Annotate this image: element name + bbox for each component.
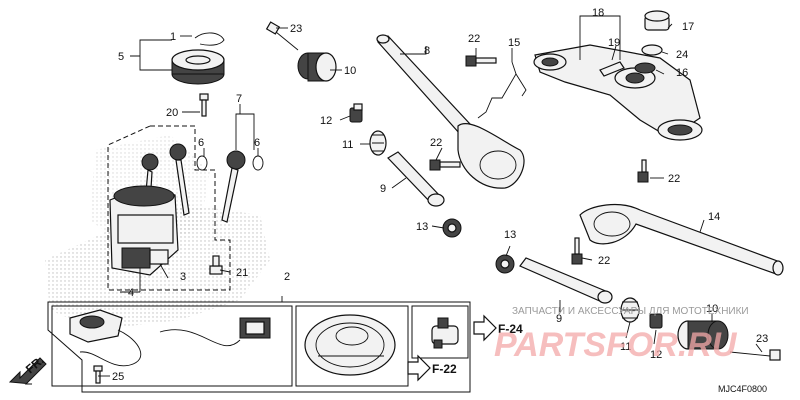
wire-clip-15 xyxy=(515,73,527,97)
callout-7: 7 xyxy=(236,93,242,105)
stem-nut-17 xyxy=(644,10,670,31)
washer-16 xyxy=(634,62,656,74)
collar-12-lower xyxy=(649,313,663,329)
bar-end-weight-10-upper xyxy=(297,52,337,82)
right-handlebar-14 xyxy=(579,204,784,276)
bolt-23-lower xyxy=(729,349,781,361)
rubber-13-lower xyxy=(495,254,515,274)
callout-3: 3 xyxy=(180,271,186,283)
callout-23: 23 xyxy=(756,333,768,345)
bolt-22-c xyxy=(637,159,649,183)
callout-20: 20 xyxy=(166,107,178,119)
callout-11: 11 xyxy=(620,341,631,353)
callout-11: 11 xyxy=(342,139,353,151)
callout-22: 22 xyxy=(430,137,442,149)
callout-22: 22 xyxy=(468,33,480,45)
callout-24: 24 xyxy=(676,49,688,61)
callout-12: 12 xyxy=(650,349,662,361)
inner-rod-9-lower xyxy=(519,257,613,304)
inner-weight-11-upper xyxy=(369,130,387,156)
ignition-switch-body xyxy=(109,185,179,276)
watermark-tagline: ЗАПЧАСТИ И АКСЕССУАРЫ ДЛЯ МОТОТЕХНИКИ xyxy=(512,306,749,317)
key-7c xyxy=(221,150,246,223)
washer-24 xyxy=(641,44,663,56)
callout-21: 21 xyxy=(236,267,248,279)
bar-end-weight-10-lower xyxy=(677,320,729,350)
callout-4: 4 xyxy=(128,287,134,299)
diagram-code: MJC4F0800 xyxy=(718,384,767,394)
callout-13: 13 xyxy=(504,229,516,241)
fuel-cap-assembly xyxy=(304,314,396,376)
callout-23: 23 xyxy=(290,23,302,35)
harness-sub-box xyxy=(51,305,293,387)
key-7b xyxy=(169,143,190,216)
assembly-2-box xyxy=(47,301,471,393)
callout-10: 10 xyxy=(344,65,356,77)
ignition-harness xyxy=(69,309,271,367)
snap-ring-1 xyxy=(194,32,225,46)
bolt-23-upper xyxy=(265,21,299,51)
callout-9: 9 xyxy=(380,183,386,195)
callout-2: 2 xyxy=(284,271,290,283)
bolt-22-b xyxy=(429,159,461,171)
bolt-21 xyxy=(209,255,223,275)
collar-12-upper xyxy=(349,103,363,123)
callout-9: 9 xyxy=(556,313,562,325)
callout-16: 16 xyxy=(676,67,688,79)
left-handlebar-8 xyxy=(376,34,525,189)
leader-lines xyxy=(98,15,763,377)
callout-13: 13 xyxy=(416,221,428,233)
bolt-22-a xyxy=(465,55,497,67)
ref-arrow-f24 xyxy=(473,314,497,342)
wire-clip-15 xyxy=(477,61,517,119)
ref-label-f24: F-24 xyxy=(498,322,523,336)
callout-14: 14 xyxy=(708,211,720,223)
ref-label-f22: F-22 xyxy=(432,362,457,376)
o-ring-6b xyxy=(252,155,264,171)
callout-22: 22 xyxy=(598,255,610,267)
top-bridge-18 xyxy=(533,44,703,141)
callout-1: 1 xyxy=(170,31,176,43)
callout-22: 22 xyxy=(668,173,680,185)
callout-15: 15 xyxy=(508,37,520,49)
callout-25: 25 xyxy=(112,371,124,383)
key-cylinder xyxy=(431,317,459,349)
callout-19: 19 xyxy=(608,37,620,49)
callout-10: 10 xyxy=(706,303,718,315)
callout-17: 17 xyxy=(682,21,694,33)
cap-sub-box xyxy=(295,305,409,387)
screw-20 xyxy=(199,93,209,117)
rubber-13-upper xyxy=(442,218,462,238)
bolt-22-d xyxy=(571,237,583,265)
watermark-brand: PARTSFOR.RU xyxy=(494,326,738,364)
ignition-cover-5 xyxy=(171,49,225,85)
callout-6: 6 xyxy=(254,137,260,149)
callout-12: 12 xyxy=(320,115,332,127)
inner-rod-9-upper xyxy=(387,151,445,207)
screw-25 xyxy=(93,365,103,384)
callout-6: 6 xyxy=(198,137,204,149)
lock-sub-box xyxy=(411,305,469,359)
callout-18: 18 xyxy=(592,7,604,19)
callout-5: 5 xyxy=(118,51,124,63)
front-direction-arrow xyxy=(8,357,47,385)
o-ring-6a xyxy=(196,155,208,171)
callout-8: 8 xyxy=(424,45,430,57)
ref-arrow-f22 xyxy=(407,354,431,382)
ignition-group-outline xyxy=(107,125,231,291)
